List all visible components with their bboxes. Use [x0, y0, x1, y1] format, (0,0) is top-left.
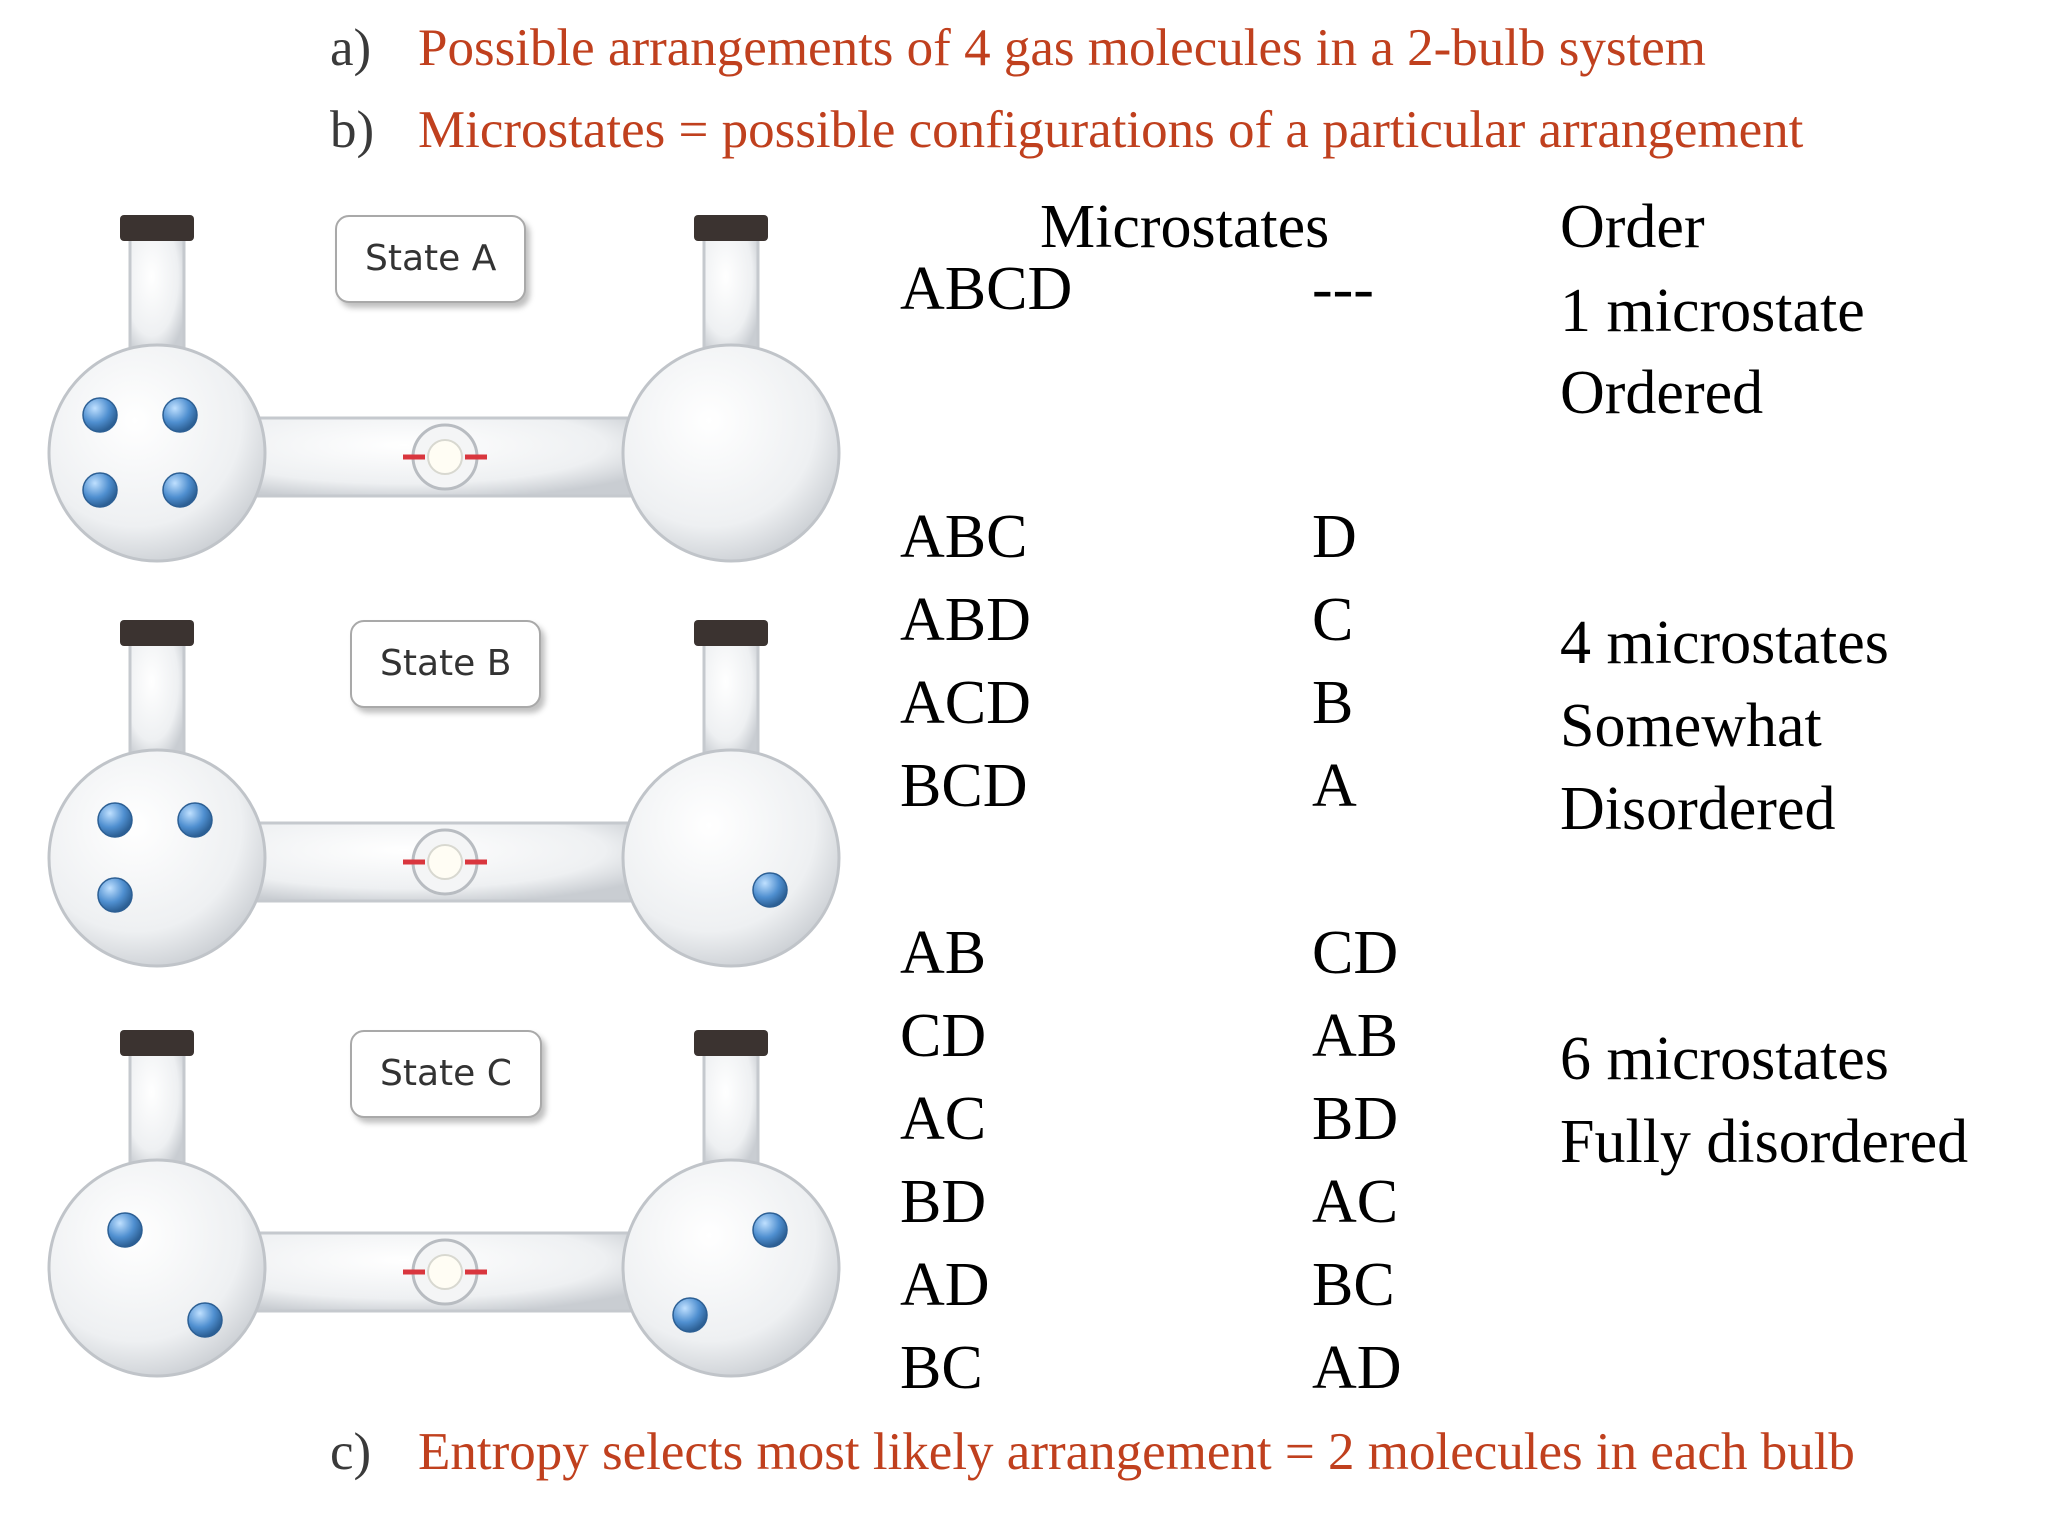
left-stopper	[120, 215, 194, 241]
microstate-right: A	[1312, 752, 1357, 820]
order-count: 6 microstates	[1560, 1025, 1889, 1093]
order-description: Disordered	[1560, 775, 1836, 843]
gas-molecule	[162, 397, 198, 433]
two-bulb-flask-a	[47, 215, 841, 563]
gas-molecule	[162, 472, 198, 508]
bullet-c-label: c)	[330, 1423, 372, 1481]
microstate-right: B	[1312, 669, 1354, 737]
bullet-b-text: Microstates = possible configurations of…	[418, 101, 1804, 159]
stopcock-center	[427, 1254, 463, 1290]
bullet-a-label: a)	[330, 19, 372, 77]
gas-molecule	[82, 472, 118, 508]
bullet-b: b) Microstates = possible configurations …	[330, 104, 1803, 157]
bullet-c-text: Entropy selects most likely arrangement …	[418, 1423, 1855, 1481]
order-description: Fully disordered	[1560, 1108, 1969, 1176]
microstate-left: ACD	[900, 669, 1031, 737]
left-flask-neck	[128, 233, 186, 357]
microstate-right: BC	[1312, 1251, 1395, 1319]
left-bulb	[47, 1158, 267, 1378]
apparatus-state-c: State C	[40, 1015, 841, 1378]
microstate-left: BC	[900, 1334, 983, 1402]
microstate-left: AC	[900, 1085, 987, 1153]
right-bulb	[621, 343, 841, 563]
order-count: 4 microstates	[1560, 609, 1889, 677]
bullet-c: c) Entropy selects most likely arrangemen…	[330, 1426, 1855, 1479]
microstate-left: ABCD	[900, 255, 1073, 323]
microstate-left: ABD	[900, 586, 1031, 654]
order-header: Order	[1560, 193, 1705, 261]
apparatus-state-a: State A	[40, 200, 841, 563]
microstate-right: D	[1312, 503, 1357, 571]
order-count: 1 microstate	[1560, 277, 1865, 345]
gas-molecule	[82, 397, 118, 433]
right-stopper	[694, 620, 768, 646]
left-stopper	[120, 620, 194, 646]
microstate-left: CD	[900, 1002, 987, 1070]
gas-molecule	[187, 1302, 223, 1338]
microstate-right: AD	[1312, 1334, 1402, 1402]
two-bulb-flask-c	[47, 1030, 841, 1378]
gas-molecule	[177, 802, 213, 838]
state-c-label: State C	[350, 1030, 542, 1118]
gas-molecule	[97, 802, 133, 838]
microstate-right: BD	[1312, 1085, 1399, 1153]
apparatus-state-b: State B	[40, 605, 841, 968]
bullet-a: a) Possible arrangements of 4 gas molecul…	[330, 22, 1706, 75]
microstate-left: AB	[900, 919, 987, 987]
bullet-a-text: Possible arrangements of 4 gas molecules…	[418, 19, 1706, 77]
microstate-left: AD	[900, 1251, 990, 1319]
order-description: Somewhat	[1560, 692, 1822, 760]
left-bulb	[47, 748, 267, 968]
right-flask-neck	[702, 638, 760, 762]
right-flask-neck	[702, 233, 760, 357]
two-bulb-flask-b	[47, 620, 841, 968]
microstate-right: CD	[1312, 919, 1399, 987]
microstates-header: Microstates	[1040, 193, 1330, 261]
left-flask-neck	[128, 1048, 186, 1172]
gas-molecule	[752, 872, 788, 908]
left-flask-neck	[128, 638, 186, 762]
gas-molecule	[672, 1297, 708, 1333]
gas-molecule	[97, 877, 133, 913]
right-stopper	[694, 215, 768, 241]
gas-molecule	[752, 1212, 788, 1248]
stopcock-center	[427, 439, 463, 475]
gas-molecule	[107, 1212, 143, 1248]
microstate-left: BD	[900, 1168, 987, 1236]
right-bulb	[621, 748, 841, 968]
order-description: Ordered	[1560, 359, 1764, 427]
microstate-right: C	[1312, 586, 1354, 654]
right-flask-neck	[702, 1048, 760, 1172]
right-bulb	[621, 1158, 841, 1378]
microstate-left: BCD	[900, 752, 1028, 820]
microstate-left: ABC	[900, 503, 1028, 571]
left-stopper	[120, 1030, 194, 1056]
microstate-right: AB	[1312, 1002, 1399, 1070]
state-b-label: State B	[350, 620, 542, 708]
right-stopper	[694, 1030, 768, 1056]
state-a-label: State A	[335, 215, 527, 303]
microstate-right: AC	[1312, 1168, 1399, 1236]
left-bulb	[47, 343, 267, 563]
bullet-b-label: b)	[330, 101, 375, 159]
microstate-right: ---	[1312, 255, 1374, 323]
stopcock-center	[427, 844, 463, 880]
